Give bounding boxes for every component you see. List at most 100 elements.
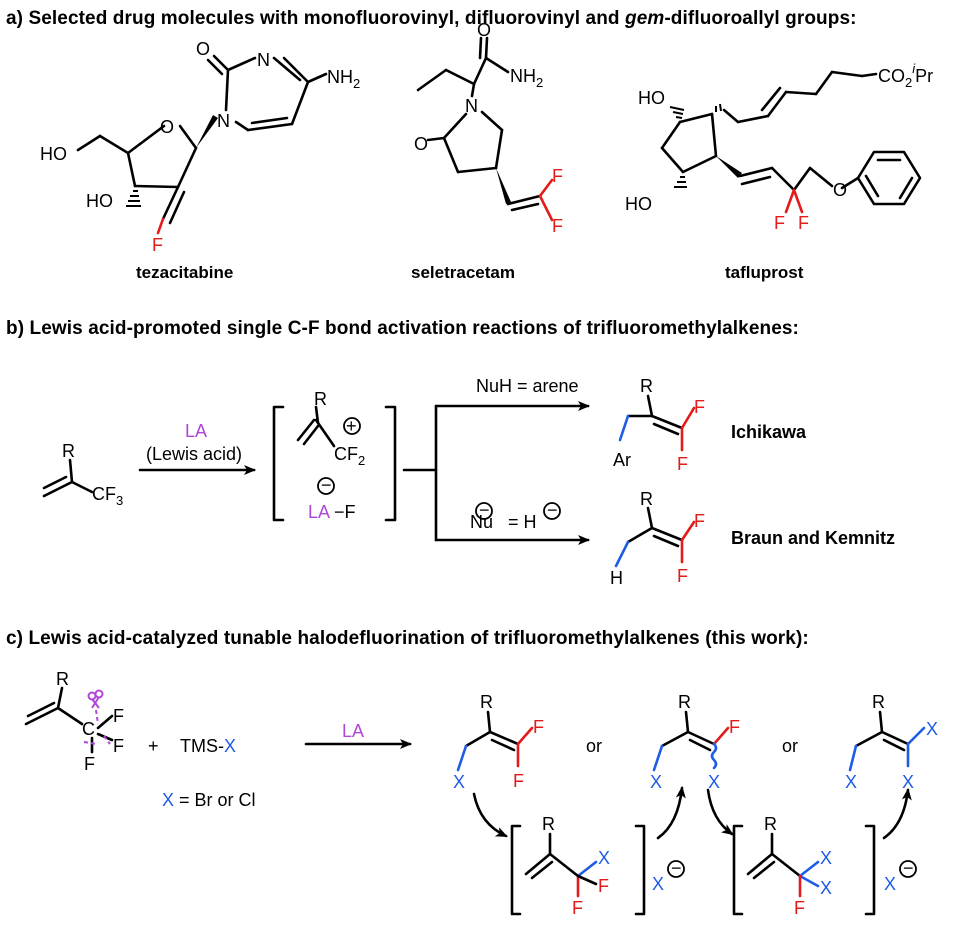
b-p2-label-braun: Braun and Kemnitz [731,528,895,548]
c-reactant-f1: F [113,706,124,726]
b-p2-r: R [640,489,653,509]
c-or-1: or [586,736,602,756]
c-p1-f2: F [513,771,524,791]
c-i2-r: R [764,814,777,834]
section-a-title-italic: gem [625,8,665,29]
sel-o-amide: O [477,20,491,40]
c-reactant-f3: F [84,754,95,774]
c-p2-f: F [729,717,740,737]
taf-ho-top: HO [638,88,665,108]
c-reactant-r: R [56,669,69,689]
c-i1-x: X [598,848,610,868]
taf-ipr-sup: i [912,61,916,76]
b-plus-charge: + [346,416,357,436]
tez-ho-bottom: HO [86,191,113,211]
sel-nh2-text: NH [510,66,536,86]
b-arrow-lewis-acid: (Lewis acid) [146,444,242,464]
b-reactant-cf-text: CF [92,484,116,504]
c-p2-x2: X [708,772,720,792]
seletracetam-structure: O NH2 N O F F [414,20,563,236]
b-lower-condition: Nu = H [470,512,537,532]
tez-nh2: NH2 [327,67,360,91]
taf-f1: F [774,213,785,233]
c-plus: + [148,736,159,756]
tez-carbonyl-o: O [196,39,210,59]
c-arrow-la: LA [342,721,364,741]
sel-o-lactam: O [414,134,428,154]
c-or-2: or [782,736,798,756]
b-int-cf-text: CF [334,444,358,464]
h-minus-circle [543,502,561,520]
tezacitabine-structure: O N N O NH2 HO HO F [40,39,360,255]
b-p1-r: R [640,376,653,396]
sel-f1: F [552,166,563,186]
tez-n3: N [257,50,270,70]
c-p3-x3: X [926,719,938,739]
c-tms-prefix: TMS- [180,736,224,756]
taf-ipr: Pr [915,66,933,86]
c-p3-x2: X [902,772,914,792]
c-p2-r: R [678,692,691,712]
section-a-title: a) Selected drug molecules with monofluo… [6,8,857,30]
b-p2-h: H [610,568,623,588]
b-p1-f2: F [677,454,688,474]
c-xminus-2-charge: − [903,858,914,878]
plus-charge-circle [343,417,361,435]
c-x-definition: X = Br or Cl [162,790,256,810]
b-upper-condition: NuH = arene [476,376,579,396]
sel-f2: F [552,216,563,236]
b-arrow-la: LA [185,421,207,441]
b-reactant-cf3: CF3 [92,484,123,508]
b-reactant-r: R [62,441,75,461]
sel-nh2-sub: 2 [536,75,543,90]
c-tms-x: X [224,736,236,756]
taf-ester: CO2iPr [878,61,933,90]
c-p2-x1: X [650,772,662,792]
nu-minus-circle [475,502,493,520]
c-i1-f1: F [598,876,609,896]
tez-f: F [152,235,163,255]
c-xdef-x: X [162,790,174,810]
taf-ester-text: CO [878,66,905,86]
b-nu-minus: − [479,500,490,520]
section-c-title: c) Lewis acid-catalyzed tunable halodefl… [6,628,809,649]
wedge-bond-3 [716,156,742,178]
b-minus-charge: − [321,475,332,495]
b-h-minus: − [547,500,558,520]
c-p3-x1: X [845,772,857,792]
taf-o-ether: O [833,180,847,200]
b-int-cf2: CF2 [334,444,365,468]
sel-n: N [465,96,478,116]
c-p1-r: R [480,692,493,712]
tafluprost-structure: CO2iPr HO HO O F F [625,61,933,233]
drug-name-tafluprost: tafluprost [725,263,804,282]
c-i2-f: F [794,898,805,918]
c-xdef-rest: = Br or Cl [174,790,256,810]
drug-name-tezacitabine: tezacitabine [136,263,234,282]
section-a-title-prefix: a) Selected drug molecules with monofluo… [6,8,625,29]
b-p1-label-ichikawa: Ichikawa [731,422,807,442]
b-lower-eq: = H [503,512,537,532]
b-int-r: R [314,389,327,409]
drug-name-seletracetam: seletracetam [411,263,515,282]
taf-ho-bottom: HO [625,194,652,214]
taf-f2: F [798,213,809,233]
section-a-title-suffix: -difluoroallyl groups: [664,8,857,29]
c-p1-f1: F [533,717,544,737]
b-int-cf-sub: 2 [358,453,365,468]
tez-ring-o: O [160,117,174,137]
c-i1-f2: F [572,898,583,918]
c-xminus-1-charge: − [671,858,682,878]
x-minus-circle-2 [899,860,917,878]
scissors-icon [87,689,104,709]
b-p1-f1: F [694,397,705,417]
tez-n1: N [217,111,230,131]
section-b-title: b) Lewis acid-promoted single C-F bond a… [6,318,799,339]
b-p2-f2: F [677,566,688,586]
sel-nh2: NH2 [510,66,543,90]
b-lower-nu: Nu [470,512,493,532]
b-p1-ar: Ar [613,450,631,470]
wedge-bond-2 [496,168,511,204]
tez-ho-top: HO [40,144,67,164]
